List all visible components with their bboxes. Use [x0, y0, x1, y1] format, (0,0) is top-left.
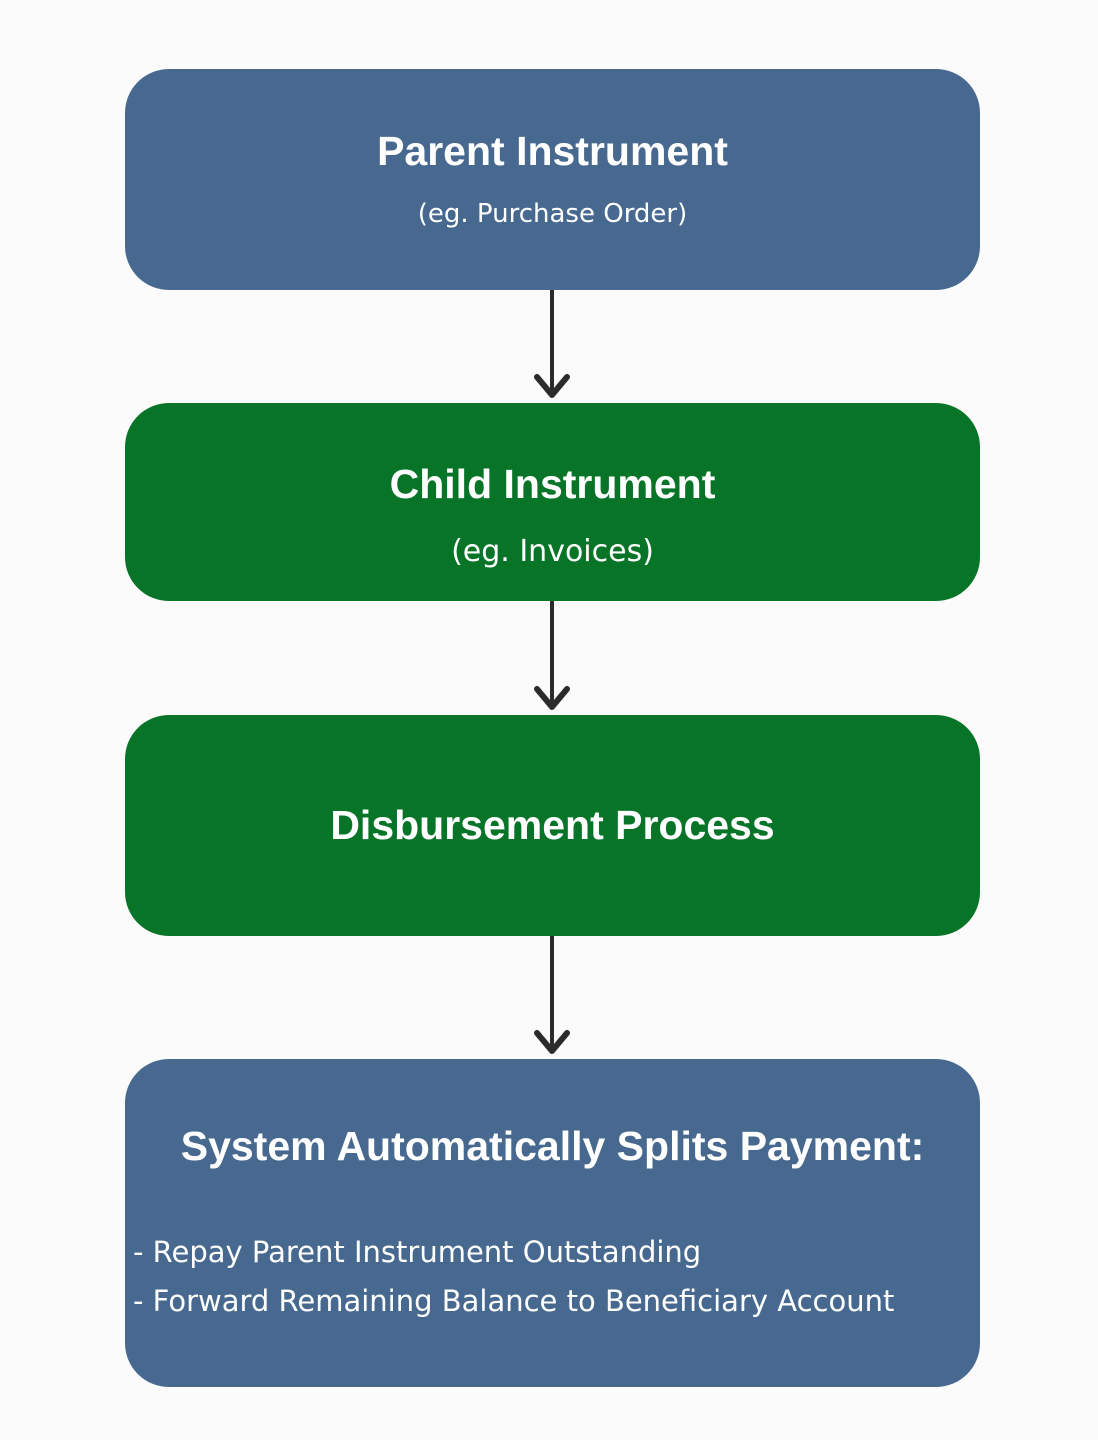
arrow-disbursement-to-split: [534, 936, 570, 1054]
parent-instrument-subtitle: (eg. Purchase Order): [417, 199, 688, 229]
parent-instrument-node: Parent Instrument (eg. Purchase Order): [125, 69, 980, 290]
disbursement-process-title: Disbursement Process: [330, 802, 775, 848]
split-payment-title: System Automatically Splits Payment:: [180, 1123, 925, 1169]
parent-instrument-title: Parent Instrument: [377, 128, 728, 174]
child-instrument-node: Child Instrument (eg. Invoices): [125, 403, 980, 601]
child-instrument-title: Child Instrument: [389, 461, 716, 507]
disbursement-process-node: Disbursement Process: [125, 715, 980, 936]
arrow-child-to-disbursement: [534, 601, 570, 710]
child-instrument-subtitle: (eg. Invoices): [451, 534, 654, 569]
split-payment-item-forward: - Forward Remaining Balance to Beneficia…: [133, 1284, 895, 1318]
split-payment-item-repay: - Repay Parent Instrument Outstanding: [133, 1235, 702, 1269]
split-payment-list: - Repay Parent Instrument Outstanding - …: [133, 1228, 894, 1326]
arrow-parent-to-child: [534, 290, 570, 398]
split-payment-node: System Automatically Splits Payment: - R…: [125, 1059, 980, 1387]
